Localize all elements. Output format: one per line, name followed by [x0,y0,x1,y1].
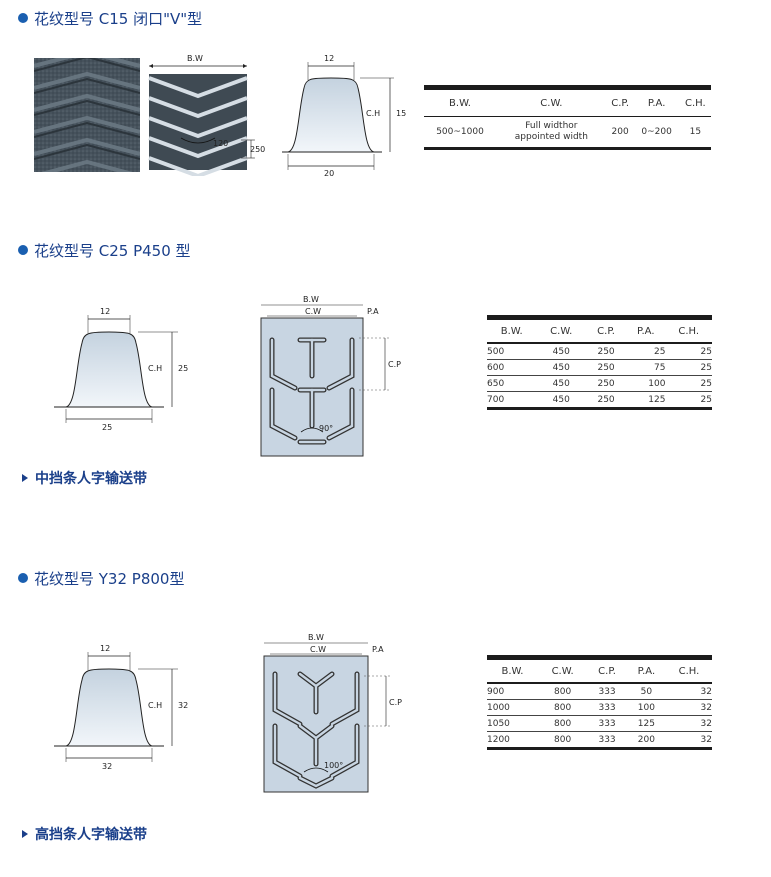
y32-ch-label: C.H [148,701,162,710]
table-header: P.A. [626,317,666,344]
y32-cw-label: C.W [310,645,326,654]
c25-cp-label: C.P [388,360,401,369]
c15-bw-label: B.W [187,54,203,63]
table-header: C.H. [684,97,706,109]
table-header: C.W. [538,657,588,684]
table-header: B.W. [449,97,471,109]
c25-spec-table: B.W. C.W. C.P. P.A. C.H. 500 450 250 25 … [487,315,712,410]
table-row: 600 450 250 75 25 [487,359,712,376]
section2-title: 花纹型号 C25 P450 型 [18,240,191,261]
y32-pattern-diagram: B.W C.W P.A 100° C.P [263,633,402,793]
bullet-icon [18,13,28,23]
table-header: C.H. [665,317,712,344]
y32-spec-table: B.W. C.W. C.P. P.A. C.H. 900 800 333 50 … [487,655,712,750]
table-header: B.W. [487,657,539,684]
table-row: 500 450 250 25 25 [487,343,712,360]
table-header: P.A. [647,97,666,109]
c15-spec-table: B.W. C.W. C.P. P.A. C.H. 500~1000 Full w… [424,85,711,150]
y32-bw-label: B.W [308,633,324,642]
table-header: C.P. [586,317,627,344]
table-header: C.H. [665,657,712,684]
y32-profile-diagram: 12 C.H 32 32 [54,644,188,771]
c25-profile-diagram: 12 C.H 25 25 [54,307,188,432]
y32-angle-label: 100° [324,761,343,770]
c15-angle-label: 120 [213,139,228,148]
section2-subtitle: 中挡条人字输送带 [22,468,147,488]
y32-top-label: 12 [100,644,110,653]
table-row: 1000 800 333 100 32 [487,699,712,716]
section3-subtitle: 高挡条人字输送带 [22,824,147,844]
table-row: 1050 800 333 125 32 [487,715,712,732]
c25-bw-label: B.W [303,295,319,304]
section1-title: 花纹型号 C15 闭口"V"型 [18,8,202,29]
c25-cw-label: C.W [305,307,321,316]
section3-title: 花纹型号 Y32 P800型 [18,568,184,589]
y32-pa-label: P.A [372,645,384,654]
c25-base-label: 25 [102,423,112,432]
c15-profile-diagram: 12 C.H 15 20 [282,54,406,178]
y32-base-label: 32 [102,762,112,771]
table-row: 1200 800 333 200 32 [487,731,712,750]
y32-h-label: 32 [178,701,188,710]
c15-pitch-label: 250 [250,145,265,154]
c15-ch-label: C.H [366,109,380,118]
table-row: 650 450 250 100 25 [487,375,712,392]
triangle-bullet-icon [22,474,28,482]
table-row: 700 450 250 125 25 [487,391,712,410]
c15-top-label: 12 [324,54,334,63]
c25-angle-label: 90° [319,424,333,433]
table-header: C.P. [611,97,630,109]
c25-pattern-diagram: B.W C.W P.A 90° C.P [260,295,401,457]
c15-pattern-diagram: B.W 120 250 [148,54,265,176]
triangle-bullet-icon [22,830,28,838]
c25-top-label: 12 [100,307,110,316]
c15-base-label: 20 [324,169,334,178]
table-header: C.W. [536,317,587,344]
y32-cp-label: C.P [389,698,402,707]
c25-h-label: 25 [178,364,188,373]
table-header: P.A. [626,657,666,684]
c25-pa-label: P.A [367,307,379,316]
table-header: C.W. [540,97,563,109]
table-header: B.W. [487,317,537,344]
table-row: 900 800 333 50 32 [487,683,712,700]
c25-ch-label: C.H [148,364,162,373]
table-header: C.P. [587,657,627,684]
bullet-icon [18,573,28,583]
belt-photo [34,58,140,172]
bullet-icon [18,245,28,255]
c15-h-label: 15 [396,109,406,118]
